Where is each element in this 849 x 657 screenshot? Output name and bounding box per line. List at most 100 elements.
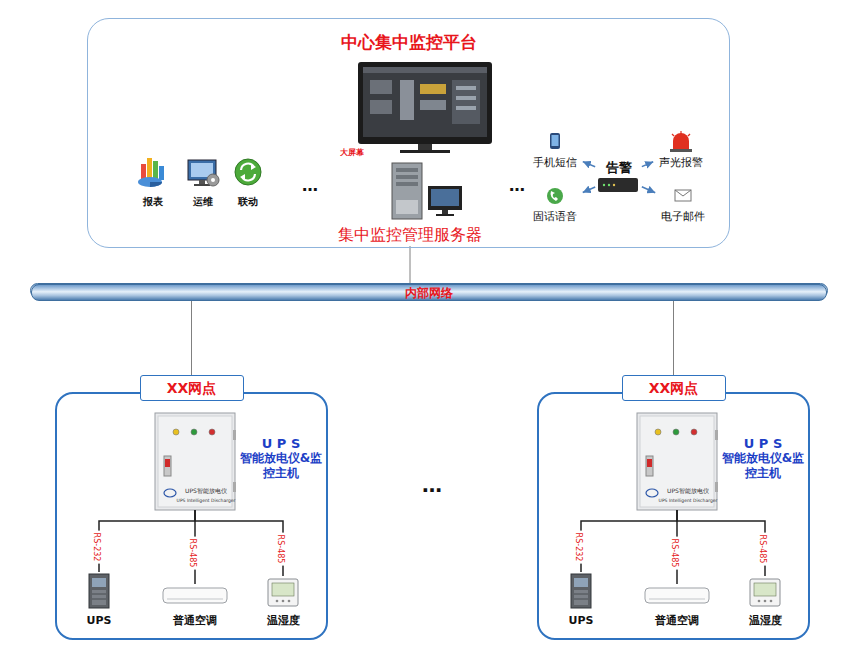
network-bus-label: 内部网络	[405, 286, 453, 300]
alarm-output: 电子邮件	[658, 186, 708, 224]
label-holder: UPS智能放电仪	[185, 480, 227, 496]
text-holder: UPS	[569, 609, 594, 628]
cabinet-marking: UPS智能放电仪	[667, 487, 709, 494]
discharger-host-label: U P S	[262, 436, 301, 451]
ups-device: UPS	[80, 572, 118, 628]
alarm-output-label: 手机短信	[533, 156, 577, 169]
alarm-output: 手机短信	[530, 130, 580, 170]
label-holder: …	[302, 178, 318, 194]
icon-caption: 联动	[238, 196, 258, 207]
phone-icon	[547, 188, 563, 204]
label-holder: UPS Intelligent Discharger	[177, 489, 236, 505]
air-conditioner-label: 普通空调	[173, 614, 217, 627]
temp-humidity-sensor: 温湿度	[743, 576, 787, 628]
text-holder: 固话语音	[533, 205, 577, 224]
air-conditioner: 普通空调	[160, 584, 230, 628]
text-holder: 中心集中监控平台	[88, 31, 729, 54]
cabinet-marking: UPS Intelligent Discharger	[659, 498, 718, 503]
label-holder: 大屏幕	[340, 142, 364, 158]
port-label: RS-485	[758, 534, 767, 563]
text-holder: U P S	[237, 433, 325, 452]
alarm-arrow	[583, 162, 595, 167]
maintenance-icon	[188, 160, 219, 186]
alarm-arrow	[642, 187, 655, 193]
server-illustration	[392, 163, 462, 219]
label-holder: 报表	[143, 192, 163, 208]
linkage-icon	[235, 159, 261, 185]
ellipsis: …	[422, 473, 442, 497]
alarm-output: 固话语音	[530, 186, 580, 224]
screen-caption: 大屏幕	[340, 148, 364, 157]
cabinet-marking: UPS Intelligent Discharger	[177, 498, 236, 503]
text-holder: 内部网络	[31, 284, 827, 301]
text-holder: 普通空调	[173, 609, 217, 628]
label-holder: …	[509, 178, 525, 194]
text-holder: 声光报警	[659, 151, 703, 170]
site-panel-label: XX网点	[167, 380, 217, 396]
text-holder: 温湿度	[749, 609, 782, 628]
port-label: RS-232	[574, 532, 583, 561]
edge-label-holder: RS-485	[187, 536, 203, 569]
discharger-host-label: 智能放电仪&监控主机	[719, 451, 807, 481]
big-screen	[358, 62, 492, 153]
text-holder: XX网点	[140, 375, 244, 401]
text-holder: 集中监控管理服务器	[338, 225, 482, 246]
label-holder: 运维	[193, 192, 213, 208]
text-holder: UPS	[87, 609, 112, 628]
alarm-output-label: 声光报警	[659, 156, 703, 169]
label-holder: UPS智能放电仪	[667, 480, 709, 496]
network-bus: 内部网络	[30, 283, 828, 298]
alarm-output-label: 电子邮件	[661, 210, 705, 223]
discharger-host: U P S智能放电仪&监控主机	[155, 413, 235, 510]
ups-device: UPS	[562, 572, 600, 628]
temp-humidity-sensor-label: 温湿度	[749, 614, 782, 627]
serial-cable	[581, 510, 677, 572]
ellipsis: …	[302, 176, 318, 195]
alarm-gateway-illustration	[598, 178, 638, 192]
serial-cable	[195, 510, 283, 576]
discharger-host-label: 智能放电仪&监控主机	[237, 451, 325, 481]
sms-icon	[550, 133, 560, 149]
label-holder: 联动	[238, 192, 258, 208]
text-holder: 手机短信	[533, 151, 577, 170]
site-panel: U P S智能放电仪&监控主机UPS普通空调温湿度XX网点	[55, 392, 328, 640]
edge-label-holder: RS-485	[757, 532, 773, 565]
label-holder: UPS Intelligent Discharger	[659, 489, 718, 505]
server-node: 集中监控管理服务器	[334, 160, 486, 246]
air-conditioner-label: 普通空调	[655, 614, 699, 627]
air-conditioner: 普通空调	[642, 584, 712, 628]
email-icon	[675, 190, 691, 201]
alarm-output: 声光报警	[656, 130, 706, 170]
site-panel: U P S智能放电仪&监控主机UPS普通空调温湿度XX网点	[537, 392, 810, 640]
port-label: RS-232	[92, 532, 101, 561]
report-icon	[138, 158, 164, 187]
icon-caption: 报表	[143, 196, 163, 207]
text-holder: 智能放电仪&监控主机	[719, 451, 807, 481]
port-label: RS-485	[276, 534, 285, 563]
text-holder: XX网点	[622, 375, 726, 401]
network-link	[191, 301, 192, 375]
discharger-host: U P S智能放电仪&监控主机	[637, 413, 717, 510]
network-link	[410, 246, 411, 283]
alarm-arrow	[642, 162, 653, 167]
ups-device-label: UPS	[87, 614, 112, 627]
edge-label-holder: RS-232	[91, 530, 107, 563]
edge-label-holder: RS-485	[275, 532, 291, 565]
ellipsis: …	[509, 176, 525, 195]
port-label: RS-485	[670, 538, 679, 567]
platform-panel: 集中监控管理服务器告警手机短信声光报警固话语音电子邮件中心集中监控平台	[87, 18, 730, 248]
serial-cable	[99, 510, 195, 572]
text-holder: 温湿度	[267, 609, 300, 628]
ups-device-label: UPS	[569, 614, 594, 627]
edge-label-holder: RS-485	[669, 536, 685, 569]
edge-label-holder: RS-232	[573, 530, 589, 563]
server-node-label: 集中监控管理服务器	[338, 225, 482, 244]
text-holder: U P S	[719, 433, 807, 452]
siren-icon	[670, 131, 692, 152]
alarm-output-label: 固话语音	[533, 210, 577, 223]
platform-panel-label: 中心集中监控平台	[341, 32, 477, 52]
temp-humidity-sensor: 温湿度	[261, 576, 305, 628]
